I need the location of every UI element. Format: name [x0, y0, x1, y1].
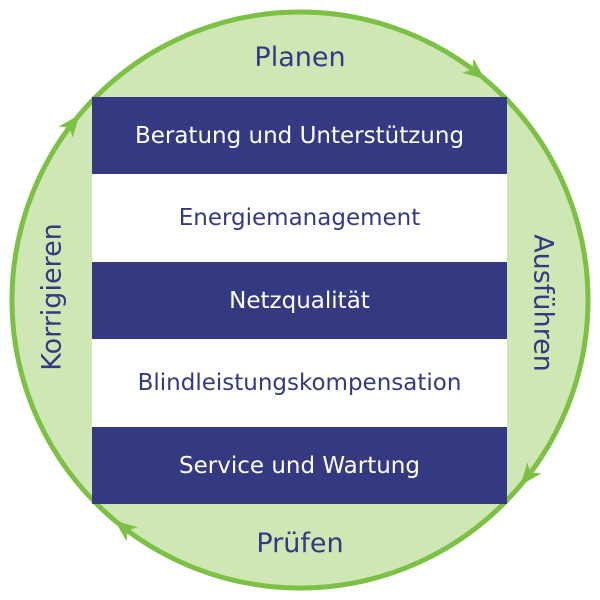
- service-stack: Beratung und Unterstützung Energiemanage…: [92, 97, 507, 504]
- phase-label-correct: Korrigieren: [36, 223, 68, 371]
- phase-label-check: Prüfen: [256, 528, 344, 559]
- arrow-plan-to-execute-icon: [462, 58, 486, 80]
- service-band-energy-management: Energiemanagement: [92, 174, 507, 262]
- arrow-correct-to-plan-icon: [58, 114, 80, 138]
- phase-label-plan: Planen: [254, 42, 346, 73]
- service-band-reactive-power: Blindleistungskompensation: [92, 339, 507, 427]
- service-band-consulting: Beratung und Unterstützung: [92, 97, 507, 174]
- arrow-execute-to-check-icon: [520, 462, 542, 486]
- phase-label-execute: Ausführen: [527, 234, 559, 372]
- service-band-power-quality: Netzqualität: [92, 262, 507, 339]
- service-band-maintenance: Service und Wartung: [92, 427, 507, 504]
- arrow-check-to-correct-icon: [114, 520, 138, 542]
